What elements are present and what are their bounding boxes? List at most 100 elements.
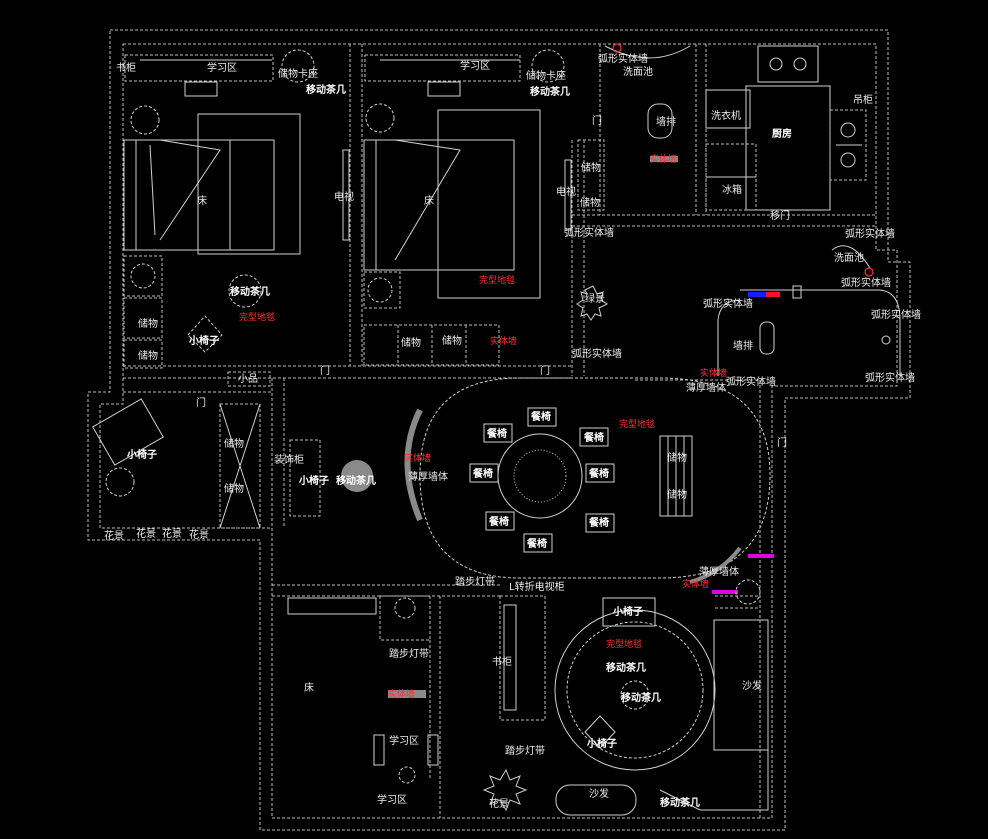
living-dining [289, 377, 774, 605]
label-washbasin: 洗面池 [623, 65, 653, 78]
bedroom-1 [123, 49, 350, 387]
label-bed: 床 [197, 194, 207, 207]
label-kitchen: 厨房 [772, 127, 792, 140]
label-solid-wall: 实体墙 [388, 688, 415, 700]
label-curved-wall: 弧形实体墙 [703, 297, 753, 310]
label-mobile-table: 移动茶几 [606, 661, 646, 674]
label-mobile-table: 移动茶几 [530, 85, 570, 98]
label-dining-chair: 餐椅 [588, 467, 609, 480]
label-thin-wall: 薄厚墙体 [699, 565, 739, 578]
label-storage: 储物 [667, 488, 687, 501]
label-step-light: 踏步灯带 [455, 575, 495, 588]
label-flower: 花景 [136, 527, 156, 540]
label-storage: 储物 [581, 161, 601, 174]
label-decor-cabinet: 装饰柜 [274, 453, 304, 466]
label-wall-cabinet: 吊柜 [853, 93, 873, 106]
label-stool: 小椅子 [586, 737, 617, 750]
label-thin-wall: 薄厚墙体 [408, 470, 448, 483]
label-storage: 储物 [667, 451, 687, 464]
label-bed: 床 [304, 681, 314, 694]
label-step-light: 踏步灯带 [505, 744, 545, 757]
label-dining-chair: 餐椅 [526, 537, 547, 550]
bathroom-1 [577, 43, 691, 211]
label-toilet: 墙排 [656, 115, 676, 128]
label-dining-chair: 餐椅 [530, 410, 551, 423]
bedroom-2 [363, 49, 572, 366]
label-storage-seat: 储物卡座 [278, 67, 318, 80]
label-thin-wall: 薄厚墙体 [686, 381, 726, 394]
label-mobile-table: 移动茶几 [306, 83, 346, 96]
label-dining-chair: 餐椅 [486, 427, 507, 440]
label-toilet: 墙排 [733, 339, 753, 352]
label-curved-wall: 弧形实体墙 [598, 52, 648, 65]
label-washer: 洗衣机 [711, 109, 741, 122]
label-sofa: 沙发 [742, 679, 762, 692]
label-curved-wall: 弧形实体墙 [564, 226, 614, 239]
label-solid-wall: 实体墙 [404, 452, 431, 464]
label-tv-cabinet: L转折电视柜 [509, 580, 565, 593]
label-rug: 完型地毯 [606, 638, 642, 650]
label-tv: 电视 [556, 185, 576, 198]
label-storage: 储物 [138, 349, 158, 362]
label-bookcase: 书柜 [492, 655, 512, 668]
label-stool: 小椅子 [298, 474, 329, 487]
label-sliding-door: 移门 [770, 209, 790, 222]
label-curved-wall: 弧形实体墙 [845, 227, 895, 240]
label-door: 门 [777, 436, 787, 449]
label-storage-seat: 储物卡座 [526, 69, 566, 82]
lounge [482, 597, 769, 816]
label-stool: 小椅子 [126, 448, 157, 461]
label-rug: 完型地毯 [619, 418, 655, 430]
label-small-item: 小品 [238, 373, 258, 385]
label-rug: 完型地毯 [479, 274, 515, 286]
label-study-area: 学习区 [207, 61, 237, 74]
label-flower: 花景 [189, 528, 209, 541]
label-flower: 花景 [104, 529, 124, 542]
label-dining-chair: 餐椅 [472, 467, 493, 480]
label-bookcase: 书柜 [116, 61, 136, 74]
label-sofa: 沙发 [589, 787, 609, 800]
label-curved-wall: 弧形实体墙 [572, 347, 622, 360]
labels: 书柜 学习区 储物卡座 移动茶几 学习区 储物卡座 移动茶几 弧形实体墙 洗面池… [104, 52, 921, 810]
label-fridge: 冰箱 [722, 183, 742, 196]
label-storage: 储物 [442, 334, 462, 347]
label-door: 门 [320, 364, 330, 377]
label-study-area: 学习区 [460, 59, 490, 72]
label-mobile-table: 移动茶几 [336, 474, 376, 487]
label-washbasin: 洗面池 [834, 251, 864, 264]
label-mobile-table: 移动茶几 [660, 796, 700, 809]
label-solid-wall: 实体墙 [490, 335, 517, 347]
label-flower: 花景 [162, 527, 182, 540]
label-storage: 储物 [401, 336, 421, 349]
label-study-area: 学习区 [377, 793, 407, 806]
left-room [92, 398, 261, 529]
label-curved-wall: 弧形实体墙 [865, 371, 915, 384]
label-door: 门 [592, 114, 602, 127]
label-storage: 储物 [224, 437, 244, 450]
label-step-light: 踏步灯带 [389, 647, 429, 660]
label-stool: 小椅子 [612, 605, 643, 618]
kitchen [705, 45, 867, 211]
bathroom-2 [717, 245, 901, 376]
label-storage: 储物 [224, 482, 244, 495]
label-door: 门 [196, 396, 206, 409]
label-door: 门 [540, 364, 550, 377]
label-dining-chair: 餐椅 [488, 515, 509, 528]
label-storage: 储物 [580, 196, 600, 209]
label-mobile-table: 移动茶几 [621, 691, 661, 704]
outer-walls [87, 29, 911, 831]
label-plant: 绿景 [585, 292, 605, 305]
label-solid-wall: 实体墙 [700, 367, 727, 379]
label-curved-wall: 弧形实体墙 [871, 308, 921, 321]
label-curved-wall: 弧形实体墙 [841, 276, 891, 289]
label-mobile-table: 移动茶几 [230, 285, 270, 298]
label-curved-wall: 弧形实体墙 [726, 375, 776, 388]
label-dining-chair: 餐椅 [583, 431, 604, 444]
label-study-area: 学习区 [389, 734, 419, 747]
label-bed: 床 [424, 194, 434, 207]
label-tv: 电视 [334, 190, 354, 203]
label-solid-wall: 实体墙 [650, 153, 677, 165]
label-solid-wall: 实体墙 [682, 578, 709, 590]
bedroom-3 [287, 595, 546, 784]
